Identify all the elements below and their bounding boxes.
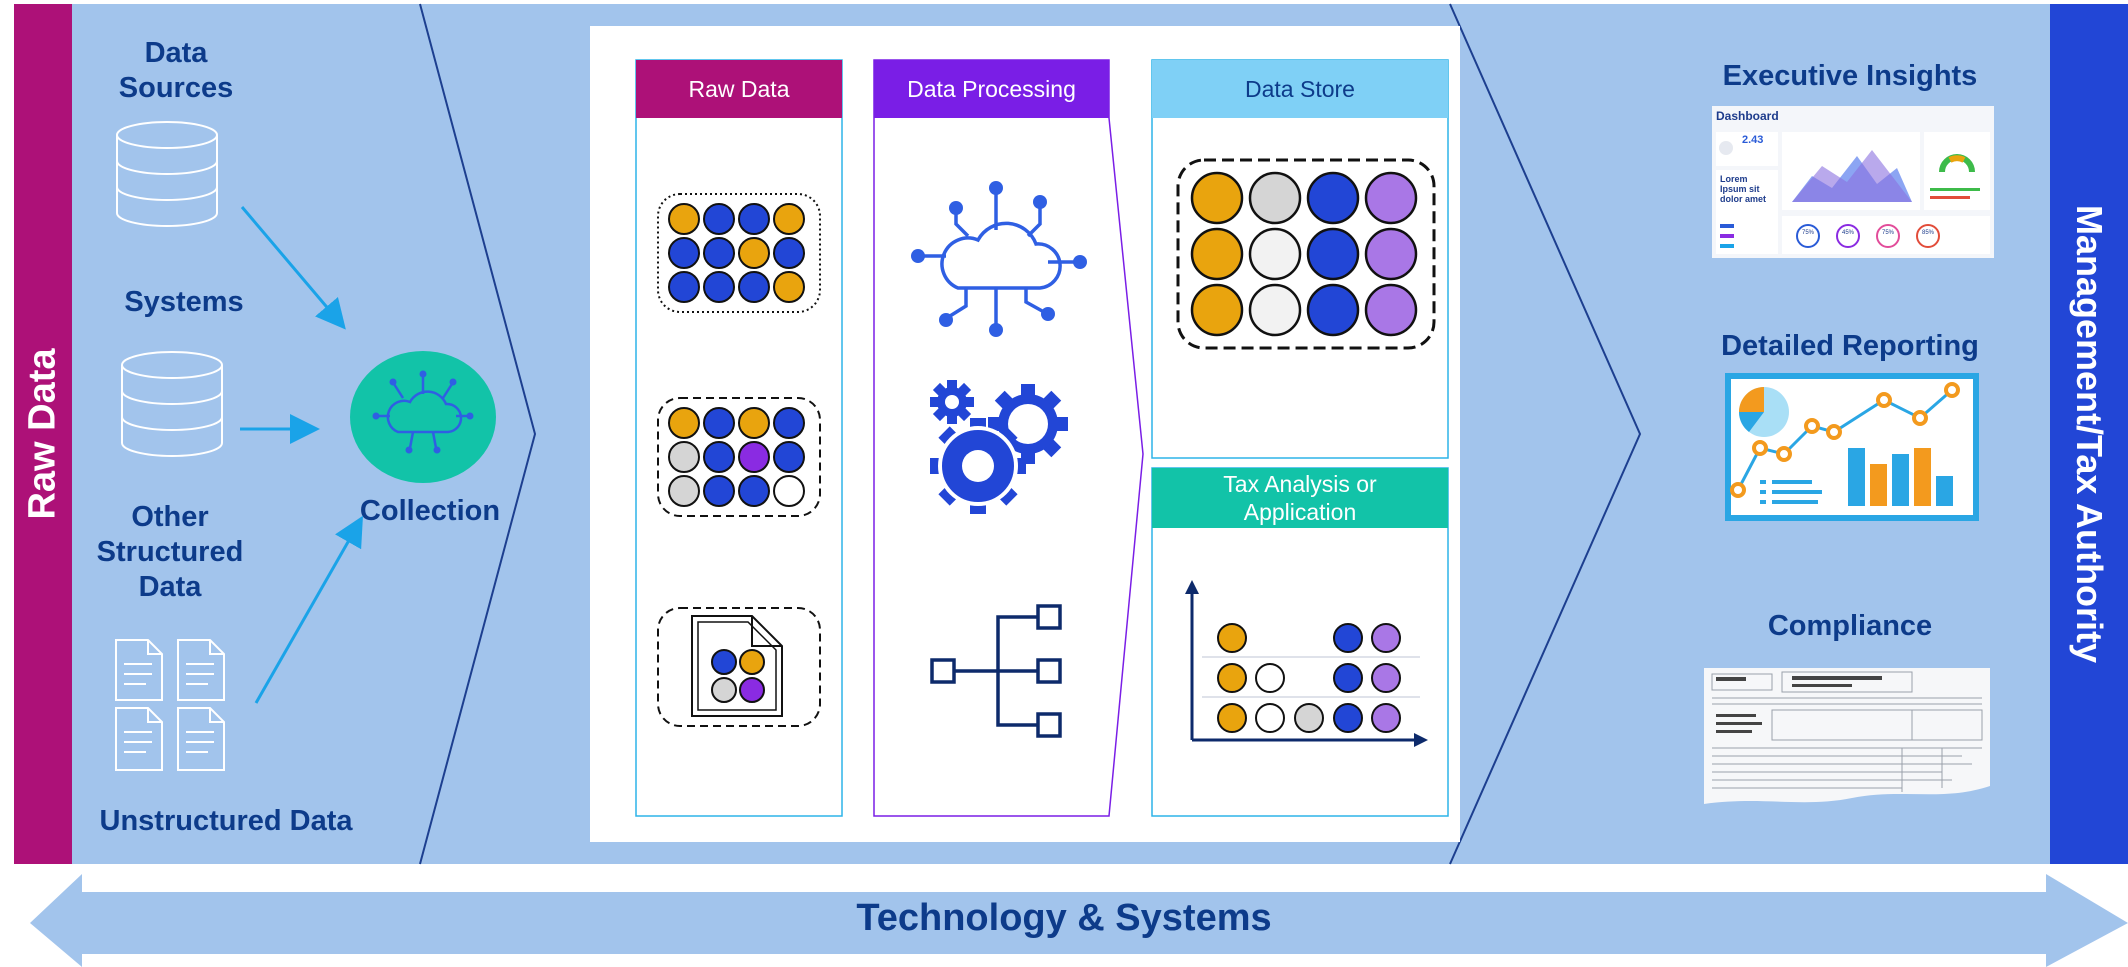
cloud-network-icon — [911, 181, 1087, 337]
dashboard-pct-1: 75% — [1801, 230, 1814, 236]
cloud-network-icon — [350, 351, 496, 483]
database-icon — [121, 351, 223, 457]
line-bar-chart-icon — [1725, 373, 1979, 521]
compliance-label: Compliance — [1767, 610, 1933, 642]
source-arrows — [240, 206, 363, 704]
dashboard-pct-4: 85% — [1921, 230, 1934, 236]
executive-insights-label: Executive Insights — [1722, 60, 1978, 92]
dashboard-thumbnail: Dashboard 2.43 Lorem Ipsum sit dolor ame… — [1712, 106, 1994, 258]
systems-label: Systems — [124, 286, 244, 318]
data-processing-header: Data Processing — [907, 76, 1076, 102]
document-icon — [115, 639, 225, 771]
authority-sidebar-label: Management/Tax Authority — [2069, 204, 2110, 664]
dashboard-kpi-value: 2.43 — [1742, 134, 1764, 146]
tax-analysis-header: Tax Analysis or Application — [1223, 471, 1377, 525]
tax-form-icon — [1704, 668, 1990, 804]
dashboard-graphics — [1716, 132, 1990, 254]
collection-label: Collection — [359, 495, 501, 527]
other-structured-label: Other Structured Data — [96, 501, 244, 603]
data-cluster-icon — [657, 193, 821, 313]
raw-data-header: Raw Data — [688, 76, 790, 102]
data-cluster-icon — [657, 397, 821, 517]
dashboard-lorem: Lorem Ipsum sit dolor amet — [1720, 174, 1767, 204]
data-store-icon — [1176, 158, 1436, 350]
data-store-header: Data Store — [1245, 76, 1355, 102]
technology-systems-label: Technology & Systems — [856, 897, 1272, 939]
database-icon — [116, 121, 218, 227]
gears-icon — [930, 380, 1068, 514]
scatter-axes-icon — [1185, 580, 1428, 747]
dashboard-pct-3: 75% — [1881, 230, 1894, 236]
detailed-reporting-label: Detailed Reporting — [1721, 330, 1979, 362]
raw-data-sidebar: Raw Data — [14, 4, 72, 864]
technology-arrow — [30, 874, 2128, 967]
document-data-icon — [657, 607, 821, 727]
column-frames — [635, 59, 1449, 817]
authority-sidebar: Management/Tax Authority — [2050, 4, 2128, 864]
dashboard-text-card — [1716, 170, 1778, 226]
dashboard-pct-2: 45% — [1841, 230, 1854, 236]
dashboard-title: Dashboard — [1716, 109, 1779, 123]
data-sources-label: Data Sources — [118, 37, 234, 104]
raw-data-sidebar-label: Raw Data — [21, 348, 64, 520]
hierarchy-icon — [930, 604, 1062, 738]
unstructured-label: Unstructured Data — [99, 805, 353, 837]
